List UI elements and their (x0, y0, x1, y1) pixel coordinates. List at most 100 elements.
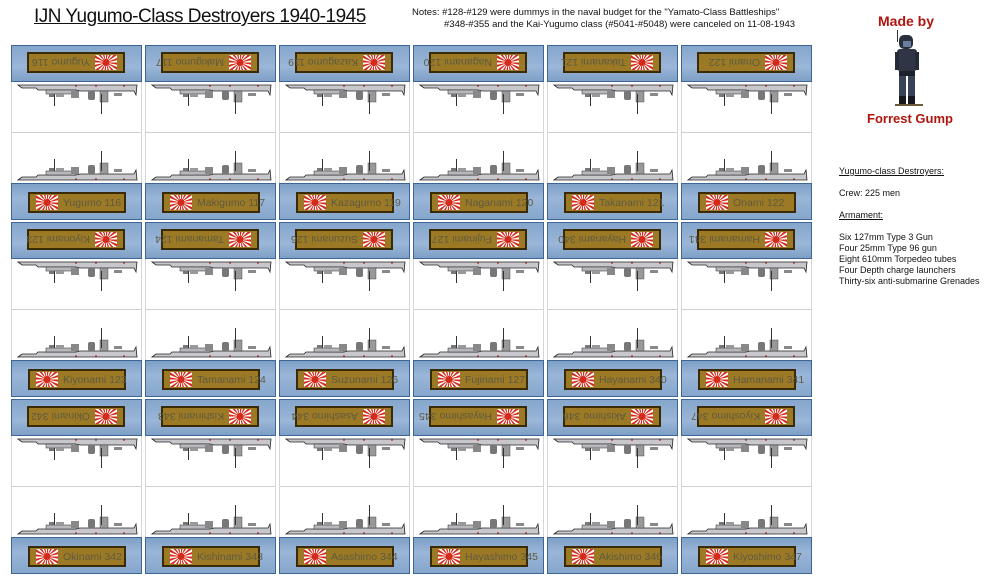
name-plate: Akishimo 346 (563, 406, 661, 427)
name-plate: Kishinami 343 (162, 546, 263, 567)
ship-name: Yugumo 116 (63, 196, 122, 209)
armament-item: Thirty-six anti-submarine Grenades (839, 276, 980, 286)
name-plate: Makigumo 117 (162, 192, 265, 213)
ship-name: Suzunami 126 (331, 373, 399, 386)
fold-line (280, 486, 409, 487)
ship-profile-area (681, 436, 812, 537)
name-plate: Suzunami 126 (291, 229, 393, 250)
name-banner: Naganami 120 (413, 45, 544, 82)
name-plate: Yugumo 116 (28, 192, 126, 213)
rising-sun-flag-icon (631, 55, 653, 70)
ship-name: Makigumo 117 (155, 56, 224, 69)
rising-sun-flag-icon (304, 195, 326, 210)
name-banner: Takanami 121 (547, 183, 678, 220)
name-banner: Makigumo 117 (145, 45, 276, 82)
destroyer-silhouette-icon (150, 151, 272, 181)
ship-profile-area (11, 82, 142, 183)
rising-sun-flag-icon (706, 549, 728, 564)
rising-sun-flag-icon (363, 232, 385, 247)
name-banner: Takanami 121 (547, 45, 678, 82)
rising-sun-flag-icon (765, 409, 787, 424)
destroyer-silhouette-icon (686, 505, 808, 535)
destroyer-silhouette-icon (418, 151, 540, 181)
rising-sun-flag-icon (438, 372, 460, 387)
destroyer-silhouette-icon (284, 84, 406, 114)
ship-profile-area (547, 259, 678, 360)
name-banner: Kazagumo 119 (279, 45, 410, 82)
ship-name: Tamanami 124 (197, 373, 266, 386)
ship-name: Asashimo 344 (291, 410, 358, 423)
ship-card: Kishinami 343 Kishinami 343 (145, 399, 276, 575)
fold-line (280, 132, 409, 133)
destroyer-silhouette-icon (16, 328, 138, 358)
ship-profile-area (413, 82, 544, 183)
ship-name: Onami 122 (708, 56, 760, 69)
ship-name: Naganami 120 (465, 196, 534, 209)
specs-heading: Yugumo-class Destroyers: (839, 166, 945, 176)
fold-line (146, 486, 275, 487)
name-banner: Hamanami 341 (681, 222, 812, 259)
name-plate: Asashimo 344 (296, 546, 398, 567)
destroyer-silhouette-icon (284, 328, 406, 358)
name-plate: Naganami 120 (424, 52, 527, 73)
rising-sun-flag-icon (36, 195, 58, 210)
fold-line (548, 309, 677, 310)
ship-name: Fujinami 127 (465, 373, 526, 386)
ship-card: Hayanami 340 Hayanami 340 (547, 222, 678, 398)
ship-name: Kishinami 343 (197, 550, 263, 563)
name-banner: Suzunami 126 (279, 222, 410, 259)
rising-sun-flag-icon (572, 195, 594, 210)
name-banner: Tamanami 124 (145, 222, 276, 259)
ship-profile-area (145, 259, 276, 360)
ship-profile-area (681, 82, 812, 183)
name-plate: Suzunami 126 (296, 369, 398, 390)
rising-sun-flag-icon (706, 195, 728, 210)
ship-name: Naganami 120 (423, 56, 492, 69)
author-name: Forrest Gump (867, 111, 953, 126)
destroyer-silhouette-icon (150, 505, 272, 535)
name-plate: Hayashimo 345 (430, 546, 538, 567)
fold-line (414, 132, 543, 133)
page-title: IJN Yugumo-Class Destroyers 1940-1945 (34, 6, 366, 27)
name-banner: Suzunami 126 (279, 360, 410, 397)
armament-item: Four 25mm Type 96 gun (839, 243, 937, 253)
destroyer-silhouette-icon (686, 151, 808, 181)
name-plate: Hayashimo 345 (419, 406, 527, 427)
name-banner: Akishimo 346 (547, 399, 678, 436)
notes: Notes: #128-#129 were dummys in the nava… (412, 7, 795, 31)
note-line: #348-#355 and the Kai-Yugumo class (#504… (444, 19, 796, 30)
rising-sun-flag-icon (631, 232, 653, 247)
name-plate: Naganami 120 (430, 192, 533, 213)
armament-item: Eight 610mm Torpedeo tubes (839, 254, 957, 264)
name-plate: Fujinami 127 (429, 229, 527, 250)
name-banner: Makigumo 117 (145, 183, 276, 220)
name-plate: Hamanami 341 (689, 229, 795, 250)
name-banner: Yugumo 116 (11, 45, 142, 82)
rising-sun-flag-icon (229, 55, 251, 70)
rising-sun-flag-icon (497, 409, 519, 424)
rising-sun-flag-icon (304, 372, 326, 387)
name-banner: Hayanami 340 (547, 222, 678, 259)
ship-name: Akishimo 346 (599, 550, 663, 563)
fold-line (682, 132, 811, 133)
ship-profile-area (279, 82, 410, 183)
ship-name: Hamanami 341 (733, 373, 805, 386)
destroyer-silhouette-icon (552, 261, 674, 291)
name-banner: Yugumo 116 (11, 183, 142, 220)
name-banner: Tamanami 124 (145, 360, 276, 397)
destroyer-silhouette-icon (686, 84, 808, 114)
rising-sun-flag-icon (572, 549, 594, 564)
ship-card: Naganami 120 Naganami 120 (413, 45, 544, 221)
fold-line (146, 309, 275, 310)
destroyer-silhouette-icon (150, 261, 272, 291)
name-banner: Kiyonami 123 (11, 222, 142, 259)
name-banner: Hayanami 340 (547, 360, 678, 397)
rising-sun-flag-icon (170, 372, 192, 387)
name-plate: Hayanami 340 (558, 229, 661, 250)
name-banner: Akishimo 346 (547, 537, 678, 574)
fold-line (12, 132, 141, 133)
ship-card: Okinami 342 Okinami 342 (11, 399, 142, 575)
name-banner: Fujinami 127 (413, 360, 544, 397)
fold-line (548, 486, 677, 487)
ship-profile-area (547, 436, 678, 537)
